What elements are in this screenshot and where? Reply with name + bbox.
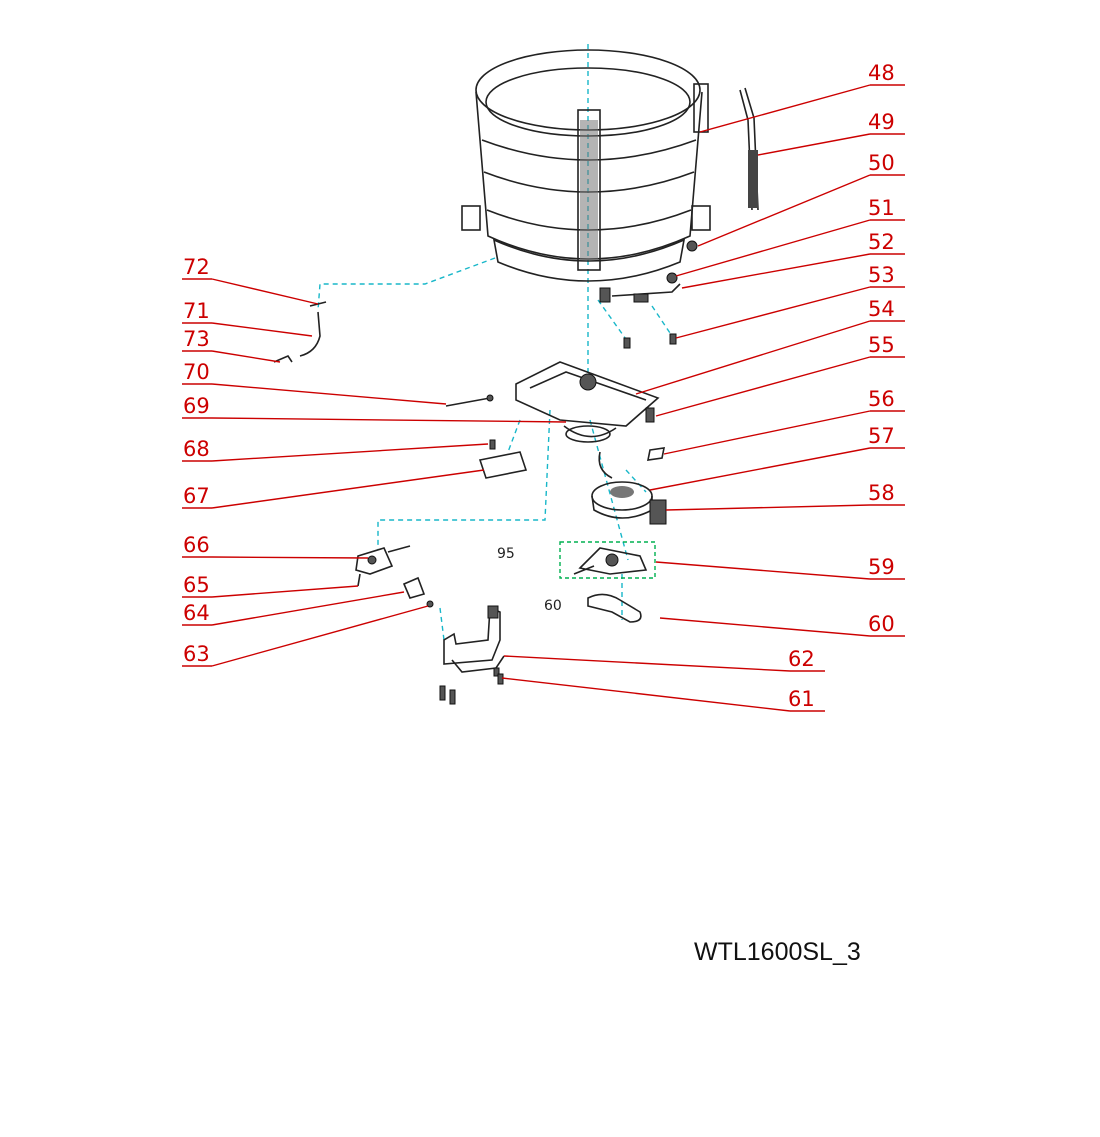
assembly-guide-lines bbox=[317, 44, 673, 641]
drain-motor-parts bbox=[355, 545, 434, 608]
motor-parts bbox=[591, 447, 667, 525]
callout-52: 52 bbox=[868, 230, 895, 254]
belt-part bbox=[587, 593, 642, 623]
callout-70: 70 bbox=[183, 360, 210, 384]
bracket-part bbox=[439, 605, 505, 705]
wash-tub-part bbox=[461, 49, 711, 282]
callout-58: 58 bbox=[868, 481, 895, 505]
cover-and-wire-parts bbox=[445, 394, 528, 479]
callout-50: 50 bbox=[868, 151, 895, 175]
callout-71: 71 bbox=[183, 299, 210, 323]
callout-72: 72 bbox=[183, 255, 210, 279]
callout-68: 68 bbox=[183, 437, 210, 461]
callout-67: 67 bbox=[183, 484, 210, 508]
callout-53: 53 bbox=[868, 263, 895, 287]
callout-59: 59 bbox=[868, 555, 895, 579]
inner-label-95: 95 bbox=[497, 546, 515, 562]
callout-57: 57 bbox=[868, 424, 895, 448]
base-plate-part bbox=[515, 361, 660, 443]
callout-labels: 48 49 50 51 52 53 54 55 56 57 58 59 60 6… bbox=[183, 61, 895, 711]
callout-49: 49 bbox=[868, 110, 895, 134]
suspension-rod-part bbox=[739, 87, 759, 211]
clutch-group-part bbox=[559, 541, 656, 579]
callout-64: 64 bbox=[183, 601, 210, 625]
callout-73: 73 bbox=[183, 327, 210, 351]
callout-56: 56 bbox=[868, 387, 895, 411]
callout-60: 60 bbox=[868, 612, 895, 636]
callout-51: 51 bbox=[868, 196, 895, 220]
callout-62: 62 bbox=[788, 647, 815, 671]
small-fastener-parts bbox=[599, 240, 698, 349]
callout-48: 48 bbox=[868, 61, 895, 85]
callout-54: 54 bbox=[868, 297, 895, 321]
callout-63: 63 bbox=[183, 642, 210, 666]
model-code-label: WTL1600SL_3 bbox=[694, 938, 861, 966]
callout-55: 55 bbox=[868, 333, 895, 357]
leader-lines-left bbox=[182, 278, 567, 667]
callout-66: 66 bbox=[183, 533, 210, 557]
callout-65: 65 bbox=[183, 573, 210, 597]
leader-lines-right bbox=[501, 84, 905, 712]
callout-61: 61 bbox=[788, 687, 815, 711]
inner-label-60: 60 bbox=[544, 598, 562, 614]
callout-69: 69 bbox=[183, 394, 210, 418]
